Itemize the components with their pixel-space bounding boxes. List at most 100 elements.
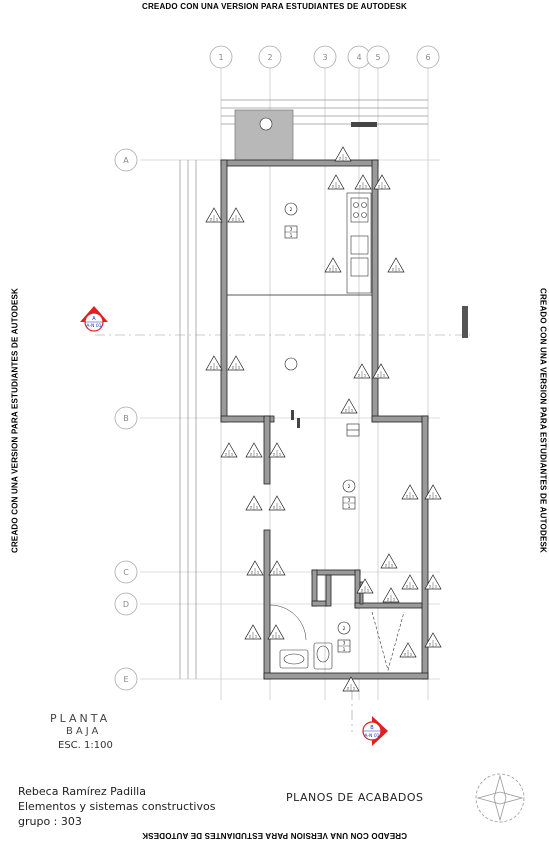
- finish-tag-number: 1: [412, 585, 414, 589]
- walls: [220, 159, 429, 680]
- finish-tag-number: 2: [387, 598, 389, 602]
- grid-label-col: 3: [322, 53, 327, 62]
- door-swing: [269, 604, 307, 641]
- section-a-letter: A: [92, 316, 96, 322]
- grid-labels: 1 2 3 4 5 6 A B C D E: [123, 53, 431, 684]
- course-name: Elementos y sistemas constructivos: [18, 800, 216, 813]
- finish-tag-number: 1: [238, 366, 240, 370]
- finish-tag-number: 2: [210, 366, 212, 370]
- finish-tag-number: 2: [359, 185, 361, 189]
- finish-tag-number: 1: [384, 185, 386, 189]
- finish-tag-number: 2: [210, 218, 212, 222]
- sheet-title: PLANOS DE ACABADOS: [286, 791, 424, 804]
- finish-tag-number: 1: [216, 366, 218, 370]
- svg-text:2: 2: [290, 207, 293, 212]
- finish-tag-number: 2: [332, 185, 334, 189]
- finish-tag-number: 1: [353, 687, 355, 691]
- finish-tag-number: 2: [249, 635, 251, 639]
- finish-tag-number: 2: [347, 687, 349, 691]
- section-a-sheet: A-N 01: [86, 323, 101, 329]
- plain-room-circles: [259, 117, 298, 371]
- finish-tag-number: 2: [273, 506, 275, 510]
- view-title: PLANTA: [50, 712, 111, 725]
- north-arrow-icon: [475, 773, 525, 823]
- finish-tag-number: 2: [250, 453, 252, 457]
- room-tag-bath: 2 3 1: [337, 621, 351, 653]
- room-box-mid: [346, 423, 360, 437]
- author-name: Rebeca Ramírez Padilla: [18, 785, 146, 798]
- finish-tag-number: 1: [351, 409, 353, 413]
- grid-label-row: C: [123, 568, 129, 577]
- finish-tag-number: 2: [232, 218, 234, 222]
- grid-label-row: A: [123, 156, 129, 165]
- section-end-marker: [462, 306, 468, 338]
- finish-tag-number: 1: [256, 453, 258, 457]
- finish-tag-number: 2: [361, 589, 363, 593]
- finish-tag-number: 2: [406, 585, 408, 589]
- view-scale: ESC. 1:100: [58, 740, 113, 751]
- finish-tag-number: 1: [279, 571, 281, 575]
- finish-tag-number: 1: [345, 157, 347, 161]
- grid-label-col: 4: [356, 53, 361, 62]
- bathroom-fixtures: [279, 611, 405, 672]
- finish-tag-number: 2: [329, 268, 331, 272]
- grid-label-col: 5: [375, 53, 380, 62]
- finish-tag-number: 1: [383, 374, 385, 378]
- finish-tag-number: 2: [378, 185, 380, 189]
- finish-tag-number: 2: [385, 564, 387, 568]
- section-b-sheet: A-N 01: [364, 733, 379, 739]
- dimension-marker: [351, 122, 377, 127]
- finish-tag-number: 1: [338, 185, 340, 189]
- grid-label-col: 6: [425, 53, 430, 62]
- finish-tag-number: 1: [257, 571, 259, 575]
- finish-tag-number: 1: [256, 506, 258, 510]
- finish-tag-number: 1: [231, 453, 233, 457]
- finish-tag-number: 1: [393, 598, 395, 602]
- finish-tag-number: 1: [435, 495, 437, 499]
- finish-tag-number: 2: [429, 643, 431, 647]
- finish-tag-number: 1: [238, 218, 240, 222]
- finish-tag-number: 1: [367, 589, 369, 593]
- finish-tag-number: 1: [364, 374, 366, 378]
- finish-tag-number: 2: [251, 571, 253, 575]
- svg-text:1: 1: [348, 504, 351, 509]
- finish-tag-number: 1: [278, 635, 280, 639]
- grid-label-col: 1: [218, 53, 223, 62]
- grid-label-row: D: [123, 600, 129, 609]
- finish-tag-number: 1: [391, 564, 393, 568]
- finish-tag-number: 2: [358, 374, 360, 378]
- grid-label-row: B: [123, 414, 129, 423]
- finish-tag-number: 2: [272, 635, 274, 639]
- section-mark-a: A A-N 01: [80, 306, 108, 332]
- watermark-top: CREADO CON UNA VERSION PARA ESTUDIANTES …: [141, 2, 408, 11]
- finish-tag-number: 1: [279, 506, 281, 510]
- kitchen-counter: [346, 192, 372, 294]
- finish-tag-number: 2: [404, 653, 406, 657]
- door-stop: [297, 418, 300, 428]
- group-number: grupo : 303: [18, 815, 82, 828]
- patio-area: [234, 109, 294, 163]
- finish-tag-number: 2: [406, 495, 408, 499]
- finish-tag-number: 1: [412, 495, 414, 499]
